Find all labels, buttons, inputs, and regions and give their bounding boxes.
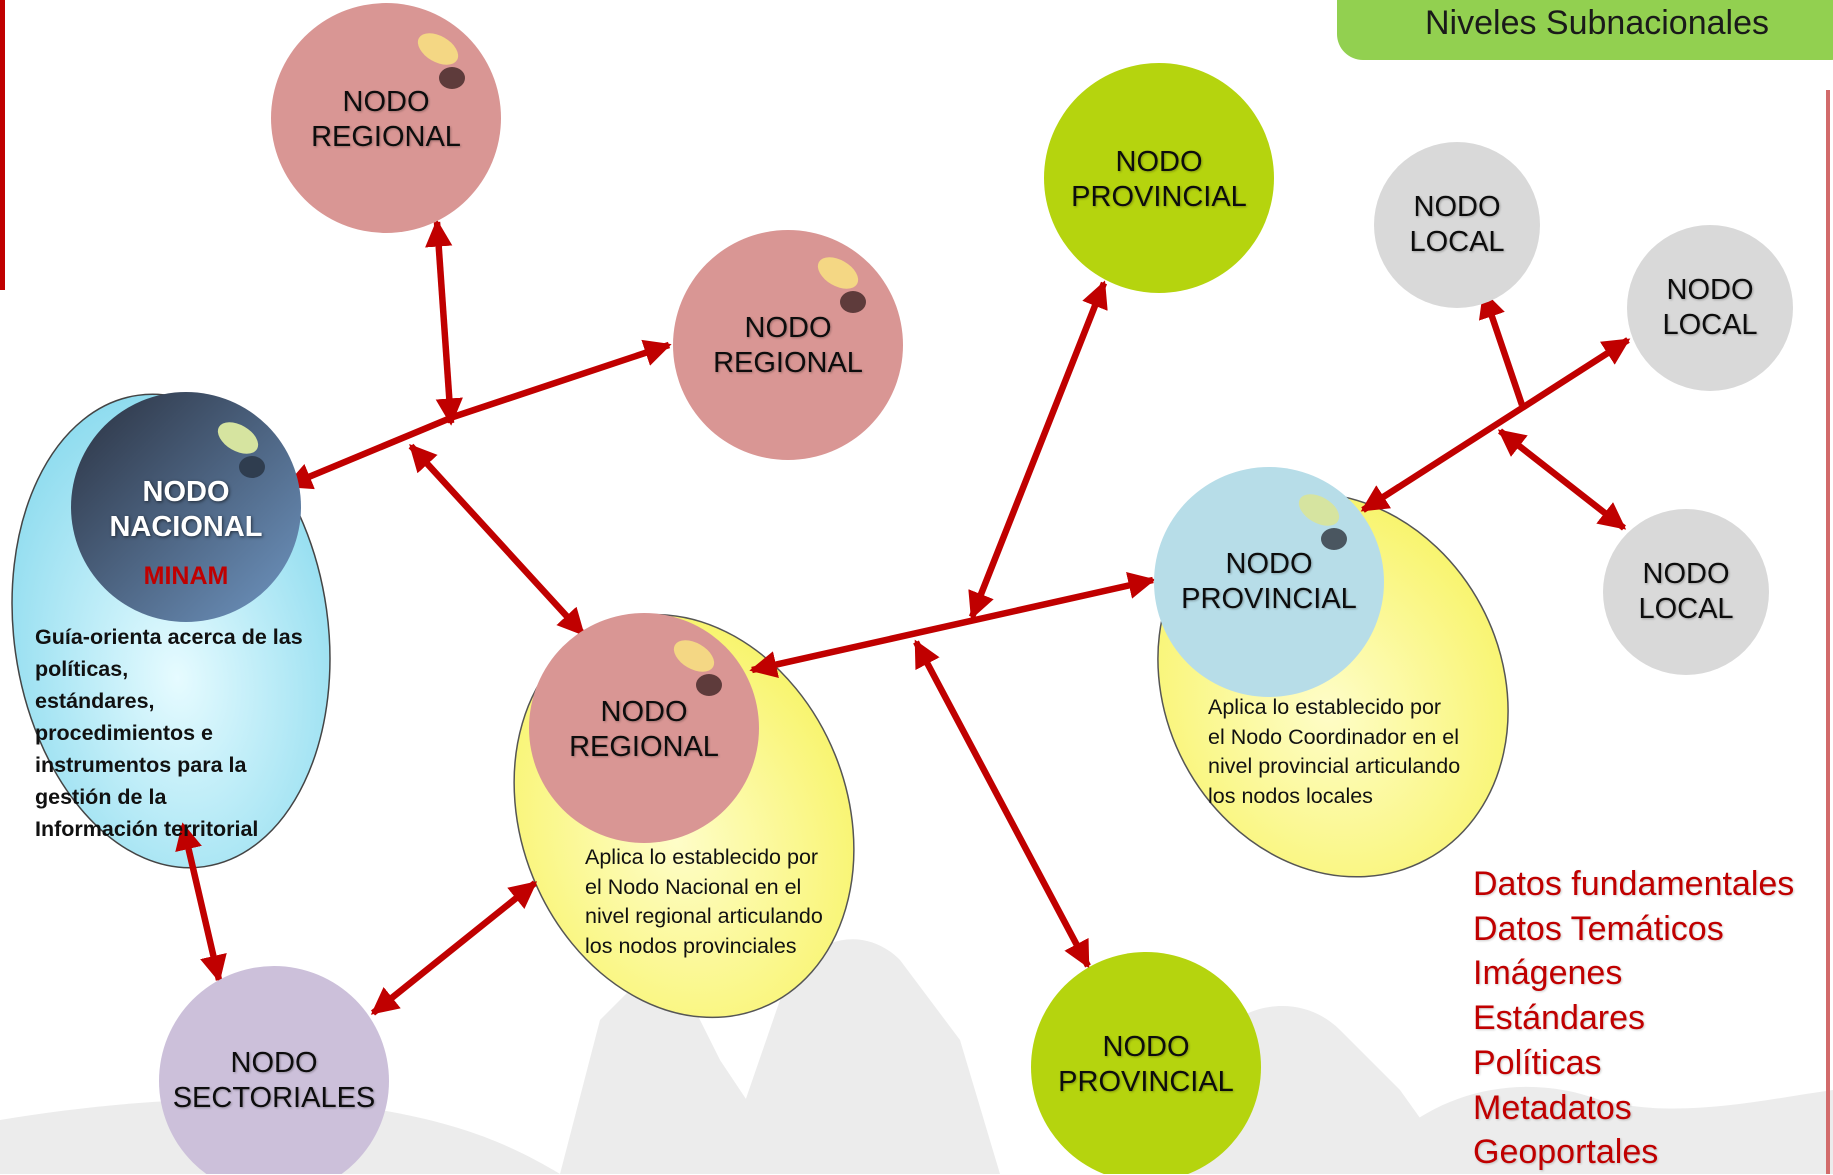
highlight-icon (673, 640, 715, 672)
node-label-line: NODO (230, 1047, 318, 1079)
nodo-provincial-bottom-label: NODO PROVINCIAL (1046, 1030, 1246, 1100)
highlight-icon (217, 422, 259, 454)
nodo-local-3-circle (1603, 509, 1769, 675)
nodo-sectoriales-label: NODO SECTORIALES (164, 1046, 384, 1116)
arrow-to-regional-mid (451, 339, 672, 421)
left-edge-stripe (0, 0, 5, 290)
list-item: Imágenes (1473, 954, 1623, 993)
node-label-line: NODO (1102, 1031, 1190, 1063)
node-label-line: REGIONAL (311, 121, 461, 153)
list-item: Geoportales (1473, 1133, 1659, 1172)
description-line: estándares, (35, 689, 155, 713)
description-line: nivel regional articulando (585, 904, 823, 928)
highlight-dot-icon (239, 456, 265, 478)
nodo-regional-top-label: NODO REGIONAL (286, 85, 486, 155)
node-label-line: NODO (600, 696, 688, 728)
provincial-description: Aplica lo establecido por el Nodo Coordi… (1208, 693, 1460, 811)
node-label-line: PROVINCIAL (1058, 1066, 1234, 1098)
node-label-line: SECTORIALES (172, 1082, 376, 1114)
arrow-provincial-top (968, 280, 1108, 620)
node-label-line: NODO (1115, 146, 1203, 178)
arrow-nacional-sectoriales (175, 822, 227, 983)
highlight-dot-icon (840, 291, 866, 313)
arrow-to-regional-main (408, 443, 586, 637)
node-label-line: NODO (142, 476, 230, 508)
node-label-line: PROVINCIAL (1181, 583, 1357, 615)
description-line: Información territorial (35, 817, 259, 841)
nodo-provincial-main-label: NODO PROVINCIAL (1169, 547, 1369, 617)
description-line: Aplica lo establecido por (1208, 695, 1442, 719)
description-line: el Nodo Nacional en el (585, 874, 802, 899)
nodo-local-1-circle (1374, 142, 1540, 308)
regional-description: Aplica lo establecido por el Nodo Nacion… (585, 843, 823, 961)
list-item: Metadatos (1473, 1088, 1632, 1127)
nodo-local-2-label: NODO LOCAL (1640, 273, 1780, 343)
nodo-local-1-label: NODO LOCAL (1387, 190, 1527, 260)
nodo-nacional-label: NODO NACIONAL (86, 475, 286, 545)
description-line: políticas, (35, 657, 129, 681)
subnational-levels-badge: Niveles Subnacionales (1337, 0, 1833, 60)
highlight-dot-icon (1321, 528, 1347, 550)
node-label-line: NODO (1225, 548, 1313, 580)
highlight-dot-icon (696, 674, 722, 696)
node-label-line: LOCAL (1409, 226, 1505, 258)
highlight-dot-icon (439, 67, 465, 89)
description-line: los nodos provinciales (585, 933, 797, 958)
node-highlights (217, 33, 1347, 696)
description-line: Guía-orienta acerca de las (35, 625, 303, 649)
arrow-provincial-bottom (913, 639, 1091, 969)
description-line: los nodos locales (1208, 783, 1373, 808)
nodo-provincial-top-label: NODO PROVINCIAL (1059, 145, 1259, 215)
list-item: Datos Temáticos (1473, 909, 1724, 948)
highlight-icon (1298, 494, 1340, 526)
node-label-line: NODO (342, 86, 430, 118)
list-item: Datos fundamentales (1473, 865, 1795, 903)
node-label-line: NODO (1413, 191, 1501, 223)
highlight-icon (417, 33, 459, 65)
minam-label: MINAM (143, 562, 229, 590)
node-label-line: REGIONAL (569, 731, 719, 763)
nodo-local-2-circle (1627, 225, 1793, 391)
node-label-line: PROVINCIAL (1071, 181, 1247, 213)
arrow-local-1 (1478, 290, 1526, 407)
node-label-line: NODO (744, 312, 832, 344)
right-edge-stripe (1826, 90, 1830, 1174)
description-line: el Nodo Coordinador en el (1208, 724, 1459, 749)
description-line: instrumentos para la (35, 753, 247, 777)
nodo-regional-mid-label: NODO REGIONAL (688, 311, 888, 381)
list-item: Estándares (1473, 999, 1645, 1038)
nodo-local-3-label: NODO LOCAL (1616, 557, 1756, 627)
description-line: procedimientos e (35, 721, 214, 745)
description-line: gestión de la (35, 785, 167, 809)
nodo-provincial-bottom-circle (1031, 952, 1261, 1174)
node-label-line: LOCAL (1662, 309, 1758, 341)
description-line: Aplica lo establecido por (585, 845, 819, 869)
node-label-line: LOCAL (1638, 593, 1734, 625)
arrow-nacional-regional (284, 413, 455, 490)
arrow-sectoriales-regional (370, 880, 538, 1016)
node-label-line: REGIONAL (713, 347, 863, 379)
description-line: nivel provincial articulando (1208, 754, 1461, 778)
node-label-line: NODO (1642, 558, 1730, 590)
nodo-regional-main-label: NODO REGIONAL (544, 695, 744, 765)
nodo-sectoriales-circle (159, 966, 389, 1174)
arrow-provincial-local (1360, 337, 1631, 513)
nacional-description: Guía-orienta acerca de las políticas, es… (35, 621, 303, 845)
node-label-line: NACIONAL (109, 511, 263, 543)
arrow-local-3 (1497, 428, 1627, 531)
arrows (175, 219, 1631, 1016)
list-item: Políticas (1473, 1043, 1602, 1082)
arrow-provincial-link (749, 572, 1156, 678)
arrow-regional-top (425, 219, 463, 426)
data-types-list: Datos fundamentales Datos Temáticos Imág… (1473, 862, 1794, 1175)
highlight-icon (817, 257, 859, 289)
nodo-provincial-top-circle (1044, 63, 1274, 293)
node-label-line: NODO (1666, 274, 1754, 306)
